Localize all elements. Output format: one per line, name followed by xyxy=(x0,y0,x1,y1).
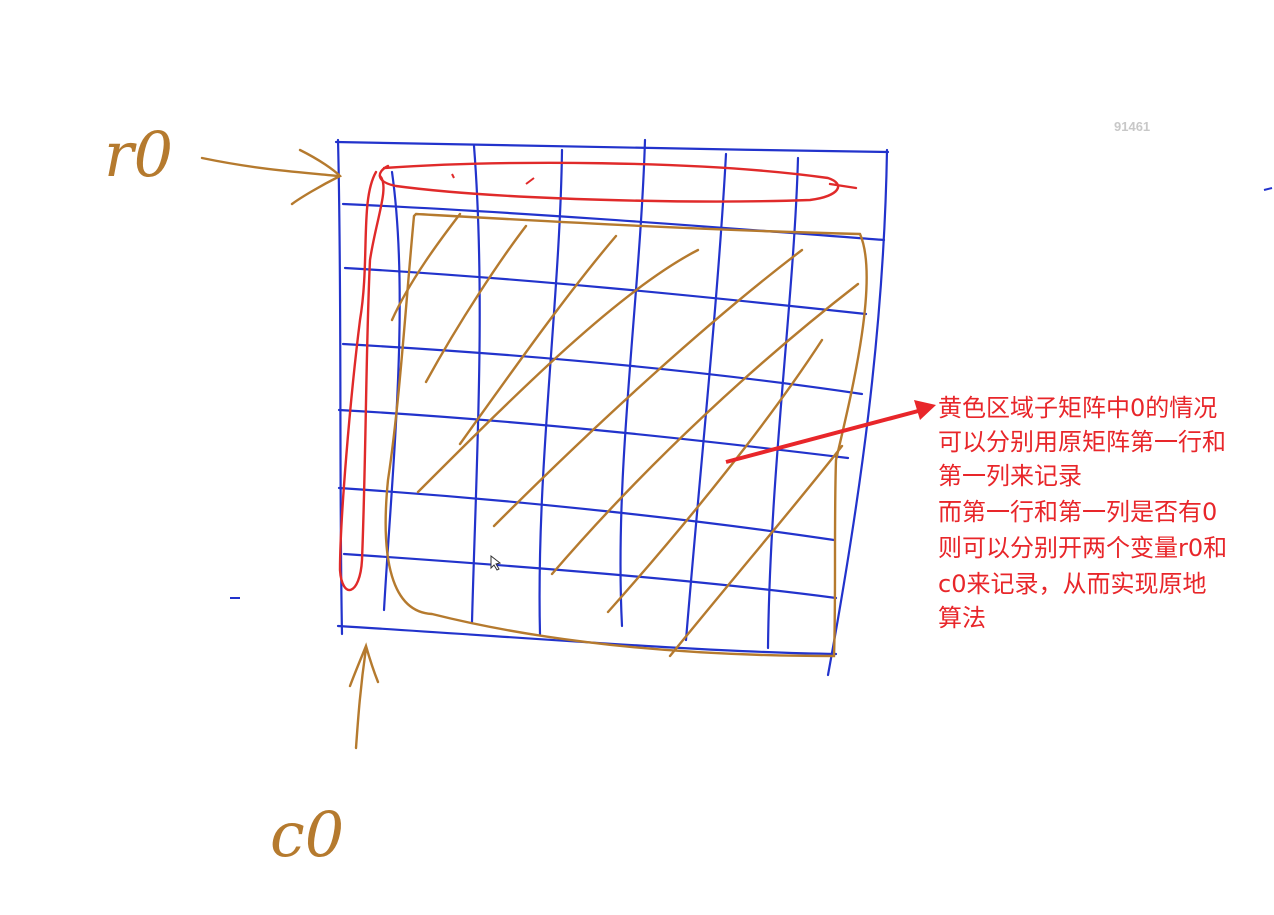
note-line: 第一列来记录 xyxy=(938,462,1082,490)
grid-col-line xyxy=(538,148,564,636)
submatrix-region xyxy=(384,212,868,658)
row-pointer: r0 xyxy=(104,118,343,206)
col-label-c0: c0 xyxy=(270,798,344,871)
hatch-stroke xyxy=(668,444,844,658)
grid-row-line xyxy=(337,486,836,542)
grid-row-line xyxy=(337,408,850,460)
note-line: c0来记录，从而实现原地 xyxy=(938,570,1206,598)
grid-col-line xyxy=(470,144,481,624)
grid-col-line xyxy=(619,138,647,628)
hatch-stroke xyxy=(416,248,700,494)
annotation-arrow-line xyxy=(725,408,923,464)
matrix-grid xyxy=(334,138,890,677)
hatch-stroke xyxy=(550,282,860,576)
row-arrow xyxy=(200,148,343,206)
grid-col-line xyxy=(684,152,728,642)
grid-border-top xyxy=(334,140,890,154)
note-line: 而第一行和第一列是否有0 xyxy=(938,498,1217,526)
tick-marks xyxy=(451,173,535,185)
first-row-highlight xyxy=(378,161,858,203)
hatch-stroke xyxy=(390,212,462,322)
grid-border-right xyxy=(826,148,889,677)
cursor-icon xyxy=(490,554,502,571)
note-line: 黄色区域子矩阵中0的情况 xyxy=(938,394,1217,422)
grid-row-line xyxy=(341,342,864,396)
watermark-text: 91461 xyxy=(1114,119,1150,134)
grid-row-line xyxy=(342,552,838,600)
hatch-stroke xyxy=(458,234,618,446)
row-label-r0: r0 xyxy=(104,118,173,191)
grid-col-line xyxy=(766,156,800,650)
grid-border-bottom xyxy=(336,624,838,656)
first-row-col-highlight xyxy=(338,161,858,592)
first-col-highlight xyxy=(338,170,385,592)
hatch-stroke xyxy=(606,338,824,614)
tick-mark xyxy=(525,177,535,185)
hatch-stroke xyxy=(424,224,528,384)
grid-row-line xyxy=(341,202,886,242)
submatrix-outline xyxy=(384,212,868,658)
annotation-note: 黄色区域子矩阵中0的情况 可以分别用原矩阵第一行和 第一列来记录 而第一行和第一… xyxy=(938,394,1227,632)
annotation-arrow xyxy=(725,400,936,464)
note-line: 算法 xyxy=(938,604,986,632)
col-arrow xyxy=(348,642,380,750)
hatch-stroke xyxy=(492,248,804,528)
tick-mark xyxy=(451,173,455,179)
col-pointer: c0 xyxy=(270,642,380,871)
note-line: 则可以分别开两个变量r0和 xyxy=(938,534,1227,562)
stray-mark xyxy=(1263,187,1273,191)
note-line: 可以分别用原矩阵第一行和 xyxy=(938,428,1226,456)
annotation-arrow-head xyxy=(914,400,936,420)
